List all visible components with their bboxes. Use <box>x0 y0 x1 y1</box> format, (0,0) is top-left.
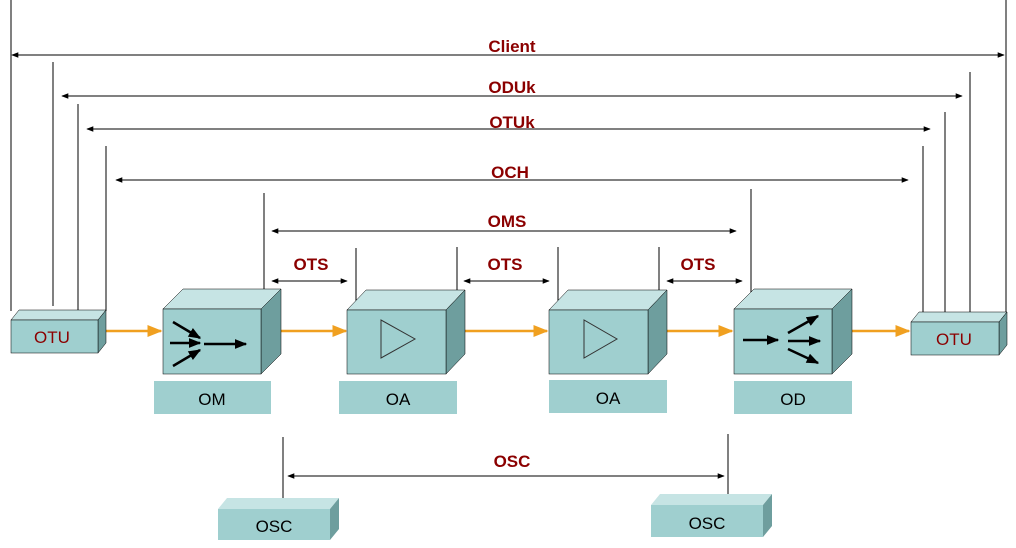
osc-left-label: OSC <box>256 517 293 536</box>
demultiplexer-icon <box>743 314 822 365</box>
multiplexer-icon <box>170 320 248 368</box>
amplifier-triangle-icon <box>380 319 417 359</box>
oa-1-cube <box>346 289 466 375</box>
otu-left-label: OTU <box>34 328 70 347</box>
oa-2-plate: OA <box>549 380 667 413</box>
otu-left-box: OTU <box>10 309 107 354</box>
od-cube <box>733 288 853 375</box>
otu-right-box: OTU <box>910 311 1008 356</box>
span-arrows <box>11 52 1005 479</box>
amplifier-triangle-icon <box>583 319 619 359</box>
otuk-span-label: OTUk <box>489 113 535 132</box>
od-label: OD <box>780 390 806 409</box>
client-span-label: Client <box>488 37 536 56</box>
ots-span-label-3: OTS <box>681 255 716 274</box>
oa-2-cube <box>548 289 668 375</box>
osc-right-label: OSC <box>689 514 726 533</box>
ots-span-label-1: OTS <box>294 255 329 274</box>
oms-span-label: OMS <box>488 212 527 231</box>
od-plate: OD <box>734 381 852 414</box>
ots-span-label-2: OTS <box>488 255 523 274</box>
oa-1-label: OA <box>386 390 411 409</box>
oa-2-label: OA <box>596 389 621 408</box>
boundary-lines <box>10 0 1007 498</box>
om-cube <box>162 288 282 375</box>
och-span-label: OCH <box>491 163 529 182</box>
osc-left-box: OSC <box>218 498 339 540</box>
oduk-span-label: ODUk <box>488 78 536 97</box>
otu-right-label: OTU <box>936 330 972 349</box>
oa-1-plate: OA <box>339 381 457 414</box>
osc-right-box: OSC <box>651 494 772 537</box>
om-plate: OM <box>154 381 271 414</box>
osc-span-label: OSC <box>494 452 531 471</box>
om-label: OM <box>198 390 225 409</box>
